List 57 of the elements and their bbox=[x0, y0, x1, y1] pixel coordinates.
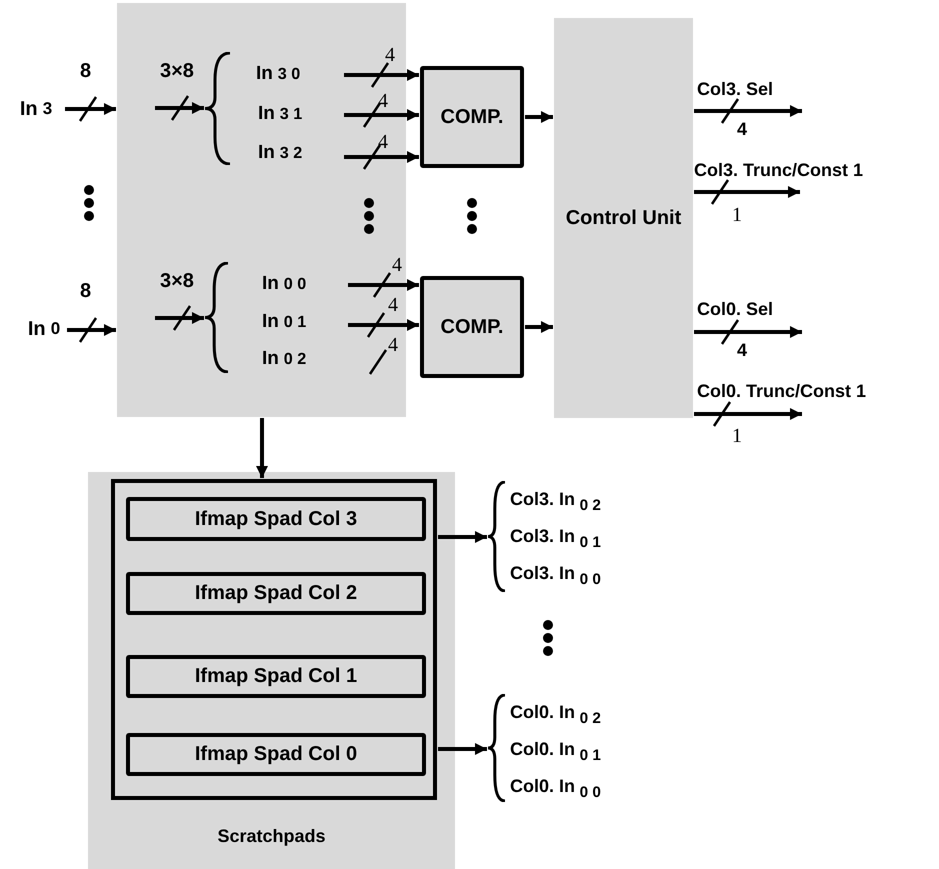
process-box: Ifmap Spad Col 0 bbox=[126, 733, 426, 776]
control-block: Control Unit bbox=[554, 18, 693, 418]
arrow bbox=[65, 103, 116, 115]
arrow bbox=[67, 324, 116, 336]
edge-label: 4 bbox=[378, 90, 388, 112]
bus-width-number: 4 bbox=[737, 120, 748, 140]
arrow bbox=[155, 312, 204, 324]
arrow bbox=[438, 531, 487, 543]
process-box: COMP. bbox=[420, 276, 524, 378]
edge-label: 8 bbox=[80, 280, 92, 302]
process-box: Ifmap Spad Col 3 bbox=[126, 497, 426, 541]
arrow bbox=[525, 321, 553, 333]
signal-name: Col3. In$_{0 1}$ bbox=[510, 527, 601, 552]
arrow bbox=[438, 743, 487, 755]
arrow bbox=[348, 279, 419, 291]
process-box: COMP. bbox=[420, 66, 524, 168]
bus-width-number: 1 bbox=[732, 204, 742, 226]
edge-label: Col3. Sel bbox=[697, 80, 774, 100]
arrow bbox=[694, 105, 802, 117]
edge-label: 4 bbox=[392, 254, 402, 276]
edge-label: 8 bbox=[80, 60, 92, 82]
brace-symbol bbox=[488, 694, 505, 802]
edge-label: 3×8 bbox=[160, 60, 194, 82]
arrow bbox=[155, 102, 204, 114]
block-title: Scratchpads bbox=[216, 827, 327, 847]
bus-width-number: 4 bbox=[388, 334, 398, 356]
edge-label: 4 bbox=[378, 131, 388, 153]
memory-frame bbox=[111, 479, 437, 800]
arrow bbox=[256, 418, 268, 478]
arrow bbox=[344, 109, 419, 121]
edge-label: Col3. Trunc/Const 1 bbox=[694, 161, 864, 181]
signal-name: Col0. In$_{0 2}$ bbox=[510, 703, 601, 728]
scratchpad-block bbox=[88, 472, 455, 869]
edge-label: 3×8 bbox=[160, 270, 194, 292]
signal-name: Col3. In$_{0 2}$ bbox=[510, 490, 601, 514]
bus-width-number: 1 bbox=[732, 425, 742, 447]
bus-width-number: 4 bbox=[737, 341, 748, 361]
arrow bbox=[344, 69, 419, 81]
brace-symbol bbox=[205, 262, 228, 373]
arrow bbox=[694, 326, 802, 338]
signal-name: Col0. In$_{0 1}$ bbox=[510, 740, 601, 764]
brace-symbol bbox=[488, 481, 505, 592]
arrow bbox=[694, 408, 802, 420]
signal-name: Col3. In$_{0 0}$ bbox=[510, 564, 601, 588]
edge-label: 4 bbox=[388, 294, 398, 316]
process-box: Ifmap Spad Col 1 bbox=[126, 655, 426, 698]
brace-symbol bbox=[205, 52, 230, 165]
block-panel bbox=[117, 3, 406, 417]
arrow bbox=[344, 151, 419, 163]
edge-label: Col0. Trunc/Const 1 bbox=[697, 382, 866, 402]
signal-name: Col0. In$_{0 0}$ bbox=[510, 777, 601, 802]
arrow bbox=[348, 319, 419, 331]
process-box: Ifmap Spad Col 2 bbox=[126, 572, 426, 615]
arrow bbox=[525, 111, 553, 123]
edge-label: 4 bbox=[385, 44, 395, 66]
edge-label: Col0. Sel bbox=[697, 300, 774, 320]
arrow bbox=[694, 186, 800, 198]
